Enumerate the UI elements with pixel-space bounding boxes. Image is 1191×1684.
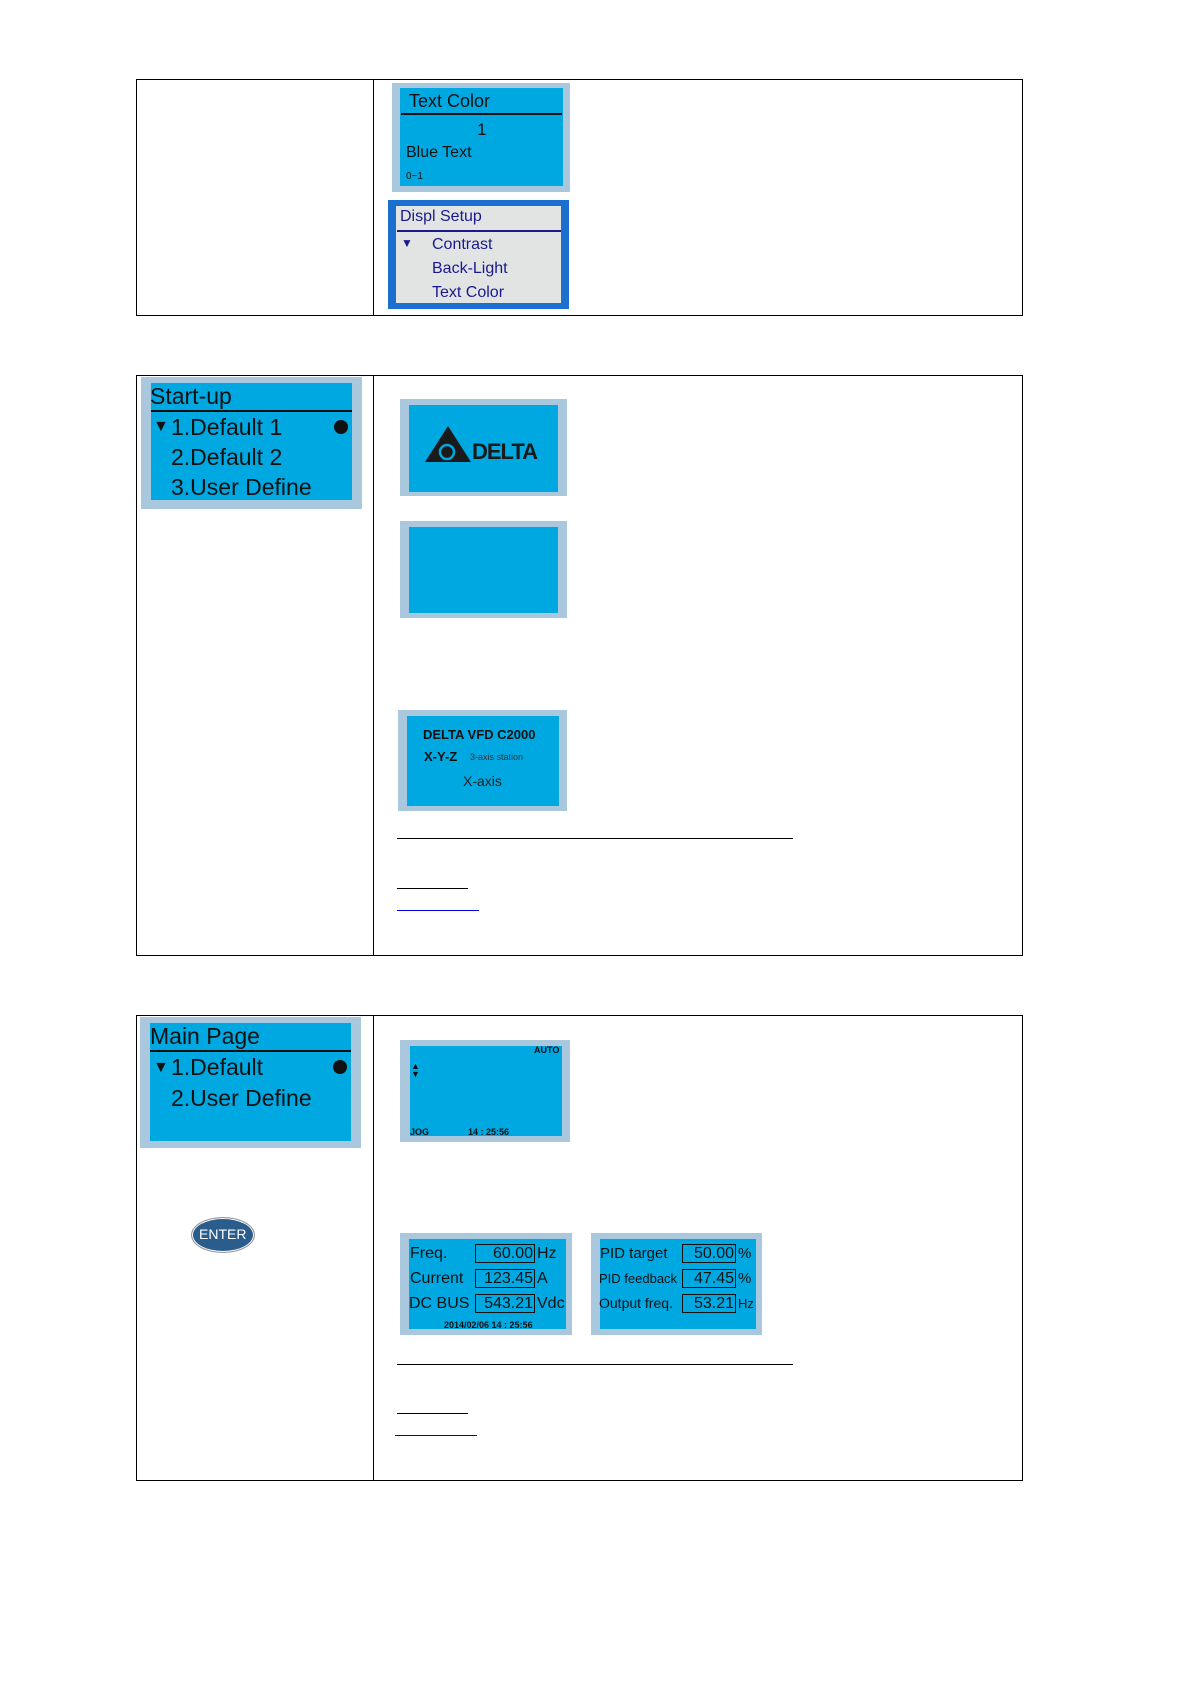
row-value: 53.21 bbox=[682, 1294, 736, 1313]
link-underline[interactable] bbox=[397, 910, 479, 911]
lcd-user-define: DELTA VFD C2000 X-Y-Z 3-axis station X-a… bbox=[398, 710, 567, 811]
menu-item-user-define[interactable]: 2.User Define bbox=[171, 1085, 312, 1111]
selected-dot-icon bbox=[333, 1060, 347, 1074]
row-unit: Hz bbox=[738, 1296, 754, 1311]
row-unit: Vdc bbox=[537, 1295, 565, 1312]
row-unit: % bbox=[738, 1270, 752, 1287]
underline-blank bbox=[397, 888, 468, 889]
vfd-line-1: DELTA VFD C2000 bbox=[423, 727, 536, 742]
lcd-title: Start-up bbox=[150, 383, 232, 409]
row-label: Current bbox=[410, 1270, 464, 1287]
row-unit: % bbox=[738, 1245, 752, 1262]
lcd-main-page-menu: Main Page ▼ 1.Default 2.User Define bbox=[140, 1017, 361, 1148]
displ-setup-menu: Displ Setup ▼ Contrast Back-Light Text C… bbox=[388, 200, 569, 309]
selection-arrow-icon: ▼ bbox=[153, 1059, 169, 1076]
table-startup bbox=[136, 375, 1023, 956]
selected-dot-icon bbox=[334, 420, 348, 434]
mode-label: AUTO bbox=[534, 1045, 560, 1055]
row-label: DC BUS bbox=[409, 1295, 470, 1312]
row-label: PID target bbox=[600, 1245, 668, 1262]
menu-item-contrast[interactable]: Contrast bbox=[432, 236, 493, 253]
datetime-label: 2014/02/06 14 : 25:56 bbox=[444, 1320, 533, 1330]
underline-blank bbox=[397, 1413, 468, 1414]
table-main-page bbox=[136, 1015, 1023, 1481]
lcd-monitor-2: PID target 50.00 % PID feedback 47.45 % … bbox=[591, 1233, 762, 1335]
row-value: 50.00 bbox=[682, 1244, 736, 1263]
selection-arrow-icon: ▼ bbox=[153, 418, 169, 435]
lcd-text-color: Text Color 1 Blue Text 0~1 bbox=[392, 83, 570, 192]
vfd-line-2-sub: 3-axis station bbox=[470, 752, 524, 762]
enter-label: ENTER bbox=[199, 1226, 247, 1242]
row-unit: A bbox=[537, 1270, 548, 1287]
selection-arrow-icon: ▼ bbox=[401, 236, 413, 250]
lcd-startup-menu: Start-up ▼ 1.Default 1 2.Default 2 3.Use… bbox=[141, 377, 362, 509]
lcd-delta-logo: DELTA bbox=[400, 399, 567, 496]
menu-item-default-2[interactable]: 2.Default 2 bbox=[171, 444, 283, 470]
lcd-default-main: AUTO ▲▼ JOG 14 : 25:56 bbox=[400, 1040, 570, 1142]
vfd-line-3: X-axis bbox=[463, 773, 502, 789]
menu-item-back-light[interactable]: Back-Light bbox=[432, 260, 508, 277]
menu-title: Displ Setup bbox=[400, 208, 482, 225]
table-text-color bbox=[136, 79, 1023, 316]
delta-logo-text: DELTA bbox=[472, 439, 538, 464]
vfd-line-2: X-Y-Z bbox=[424, 749, 458, 764]
lcd-title: Text Color bbox=[409, 91, 491, 111]
link-underline[interactable] bbox=[395, 1435, 477, 1436]
enter-button[interactable]: ENTER bbox=[191, 1217, 255, 1253]
row-value: 60.00 bbox=[475, 1244, 535, 1263]
row-value: 123.45 bbox=[475, 1269, 535, 1288]
lcd-value: 1 bbox=[477, 120, 487, 139]
lcd-option: Blue Text bbox=[406, 144, 472, 161]
divider bbox=[397, 838, 793, 839]
row-label: Output freq. bbox=[599, 1295, 673, 1311]
menu-item-default[interactable]: 1.Default bbox=[171, 1054, 264, 1080]
lcd-blank bbox=[400, 521, 567, 618]
lcd-monitor-1: Freq. 60.00 Hz Current 123.45 A DC BUS 5… bbox=[400, 1233, 572, 1335]
row-label: Freq. bbox=[410, 1245, 448, 1262]
menu-item-user-define[interactable]: 3.User Define bbox=[171, 474, 312, 500]
row-unit: Hz bbox=[537, 1245, 557, 1262]
up-down-arrows-icon: ▲▼ bbox=[411, 1061, 420, 1079]
row-label: PID feedback bbox=[599, 1271, 678, 1286]
menu-item-default-1[interactable]: 1.Default 1 bbox=[171, 414, 283, 440]
menu-item-text-color[interactable]: Text Color bbox=[432, 284, 505, 301]
row-value: 543.21 bbox=[475, 1294, 535, 1313]
lcd-range: 0~1 bbox=[406, 171, 423, 182]
status-label: JOG bbox=[410, 1127, 430, 1137]
delta-logo-icon bbox=[425, 426, 471, 462]
divider bbox=[397, 1364, 793, 1365]
lcd-title: Main Page bbox=[150, 1023, 260, 1049]
row-value: 47.45 bbox=[682, 1269, 736, 1288]
time-label: 14 : 25:56 bbox=[468, 1127, 510, 1137]
